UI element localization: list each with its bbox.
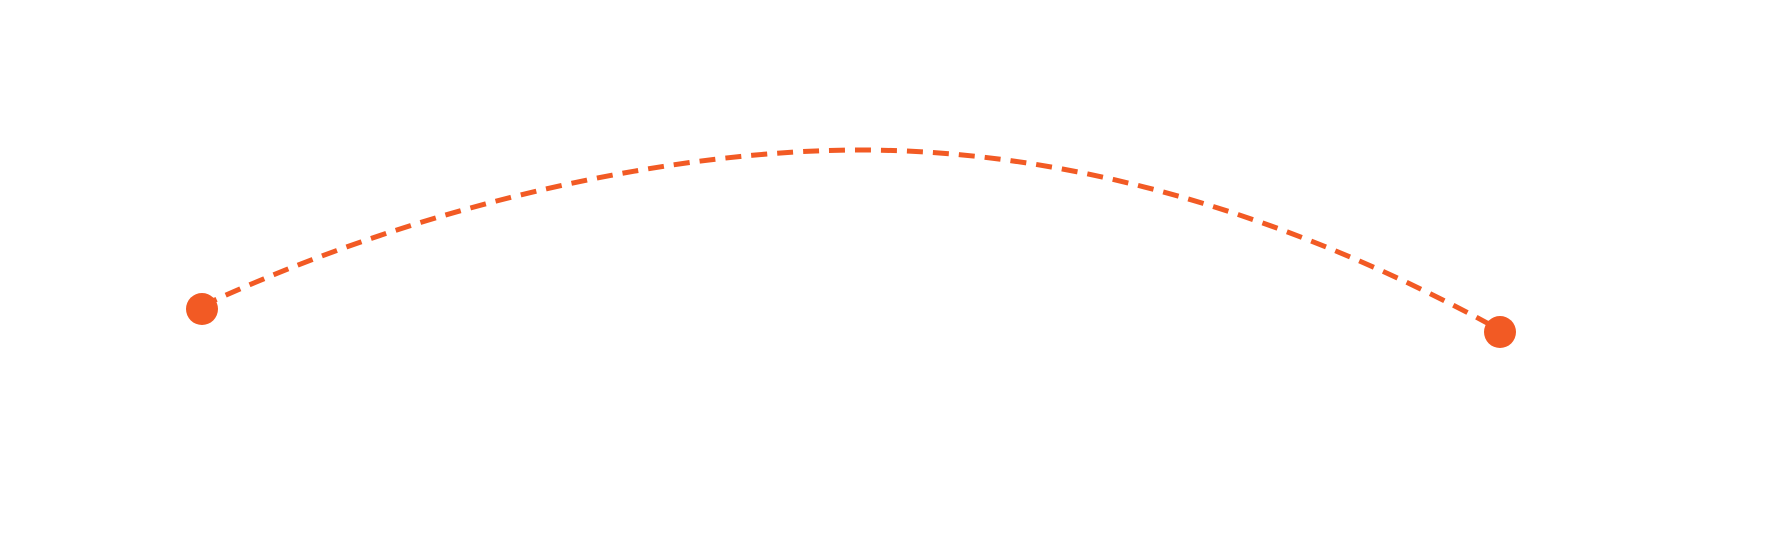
dashed-arc-connector (200, 147, 1502, 333)
end-point-dot (1484, 316, 1516, 348)
start-point-dot (186, 293, 218, 325)
